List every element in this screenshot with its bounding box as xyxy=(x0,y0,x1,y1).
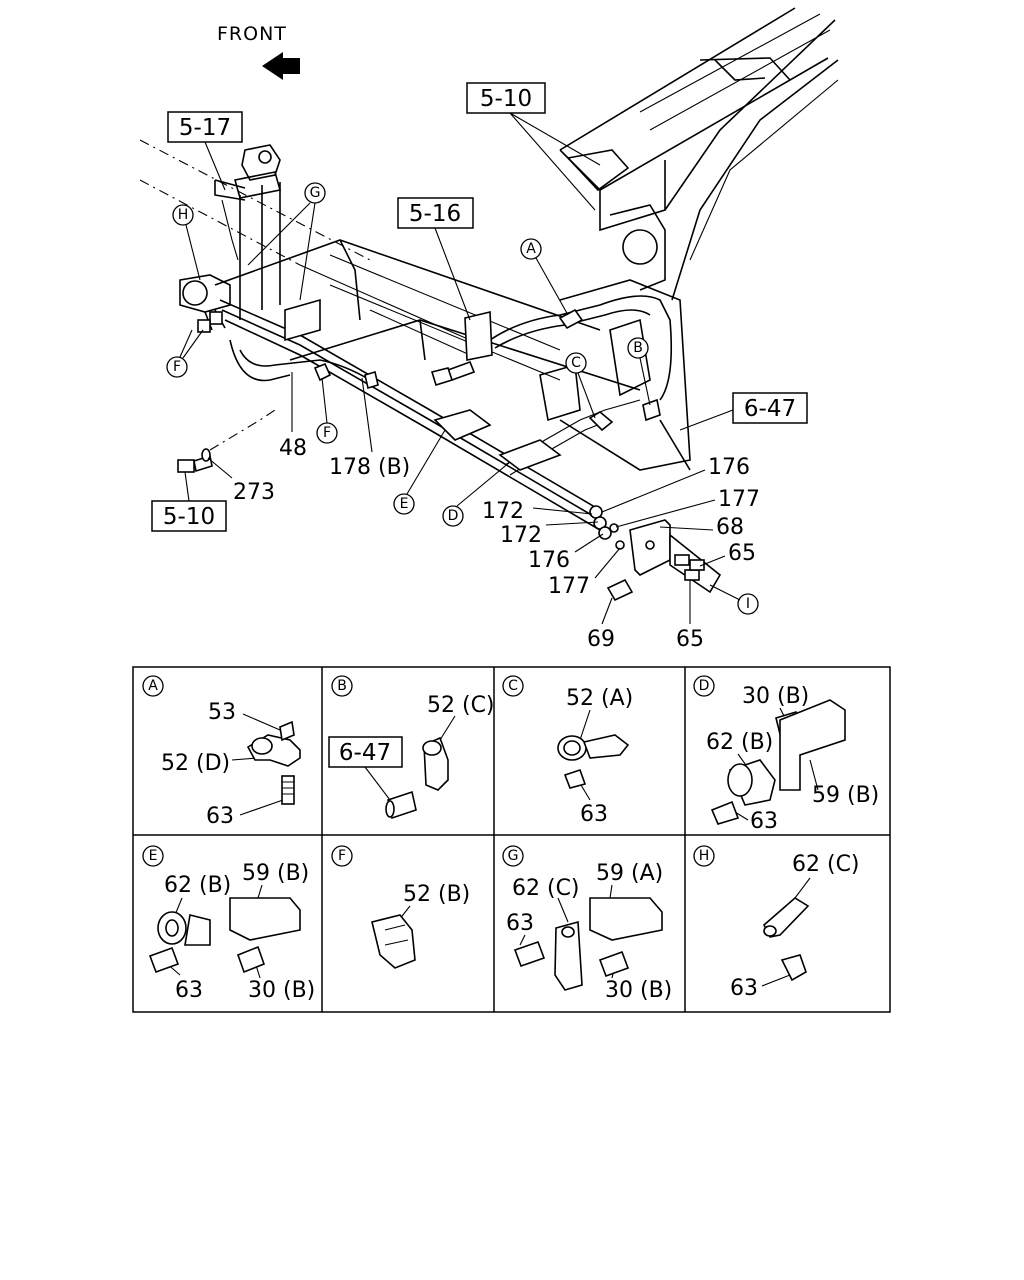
panel-G-label-2: 59 (A) xyxy=(596,861,663,886)
detail-panel-D[interactable]: D 30 (B) 62 (B) 59 (B) 63 xyxy=(693,675,879,834)
panel-F-label-1: 52 (B) xyxy=(403,882,470,907)
svg-text:B: B xyxy=(633,340,643,356)
panel-G-label-4: 30 (B) xyxy=(605,978,672,1003)
label-176-bottom: 176 xyxy=(528,548,570,573)
detail-panel-F[interactable]: F 52 (B) xyxy=(331,845,470,969)
panel-D-marker: D xyxy=(699,678,710,694)
detail-panel-C[interactable]: C 52 (A) 63 xyxy=(502,675,633,827)
panel-C-label-1: 52 (A) xyxy=(566,686,633,711)
callout-H[interactable]: H xyxy=(172,204,194,226)
frame-drawing xyxy=(139,7,839,602)
ref-label-6-47: 6-47 xyxy=(744,396,796,422)
detail-panel-H[interactable]: H 62 (C) 63 xyxy=(693,845,860,1001)
panel-G-label-3: 63 xyxy=(506,911,534,936)
panel-H-label-1: 62 (C) xyxy=(792,852,860,877)
panel-C-label-2: 63 xyxy=(580,802,608,827)
detail-panel-A[interactable]: A 53 52 (D) 63 xyxy=(142,675,301,829)
callout-E[interactable]: E xyxy=(393,493,415,515)
svg-text:C: C xyxy=(571,355,581,371)
label-273: 273 xyxy=(233,480,275,505)
front-label: FRONT xyxy=(217,23,287,45)
panel-E-label-4: 30 (B) xyxy=(248,978,315,1003)
label-172-lower: 172 xyxy=(500,523,542,548)
svg-text:G: G xyxy=(310,185,321,201)
panel-A-label-2: 52 (D) xyxy=(161,751,230,776)
panel-E-marker: E xyxy=(149,848,158,864)
panel-E-label-3: 63 xyxy=(175,978,203,1003)
ref-box-5-10-bottom[interactable]: 5-10 xyxy=(151,500,227,532)
callout-B[interactable]: B xyxy=(627,337,649,359)
svg-text:F: F xyxy=(173,359,181,375)
panel-H-label-2: 63 xyxy=(730,976,758,1001)
label-65-top: 65 xyxy=(728,541,756,566)
panel-F-marker: F xyxy=(338,848,346,864)
panel-B-label-1: 52 (C) xyxy=(427,693,495,718)
label-65-bottom: 65 xyxy=(676,627,704,652)
detail-panel-B[interactable]: B 52 (C) 6-47 xyxy=(328,675,495,820)
label-177-top: 177 xyxy=(718,487,760,512)
panel-B-marker: B xyxy=(337,678,347,694)
label-48: 48 xyxy=(279,436,307,461)
callout-A[interactable]: A xyxy=(520,238,542,260)
ref-label-5-10-bottom: 5-10 xyxy=(163,504,215,530)
ref-box-5-10-top[interactable]: 5-10 xyxy=(466,82,546,114)
detail-panel-G[interactable]: G 62 (C) 59 (A) 63 30 (B) xyxy=(502,845,672,1003)
svg-text:D: D xyxy=(448,508,459,524)
svg-text:I: I xyxy=(746,596,750,612)
label-172-upper: 172 xyxy=(482,499,524,524)
panel-A-label-3: 63 xyxy=(206,804,234,829)
detail-grid xyxy=(132,666,891,1013)
panel-E-label-2: 59 (B) xyxy=(242,861,309,886)
callout-F-left[interactable]: F xyxy=(166,356,188,378)
panel-D-label-4: 63 xyxy=(750,809,778,834)
panel-C-marker: C xyxy=(508,678,518,694)
svg-text:A: A xyxy=(526,241,536,257)
panel-D-label-2: 62 (B) xyxy=(706,730,773,755)
callout-D[interactable]: D xyxy=(442,505,464,527)
label-178b: 178 (B) xyxy=(329,455,410,480)
svg-text:E: E xyxy=(400,496,409,512)
svg-text:H: H xyxy=(178,207,189,223)
detail-panel-E[interactable]: E 62 (B) 59 (B) 63 30 (B) xyxy=(142,845,315,1003)
panel-G-marker: G xyxy=(508,848,519,864)
panel-A-marker: A xyxy=(148,678,158,694)
label-69: 69 xyxy=(587,627,615,652)
callout-F-middle[interactable]: F xyxy=(316,422,338,444)
panel-A-label-1: 53 xyxy=(208,700,236,725)
svg-text:F: F xyxy=(323,425,331,441)
callout-C[interactable]: C xyxy=(565,352,587,374)
label-176-top: 176 xyxy=(708,455,750,480)
ref-label-5-17: 5-17 xyxy=(179,115,231,141)
ref-box-5-16[interactable]: 5-16 xyxy=(397,197,474,229)
panel-G-label-1: 62 (C) xyxy=(512,876,580,901)
panel-D-label-1: 30 (B) xyxy=(742,684,809,709)
label-68: 68 xyxy=(716,515,744,540)
panel-D-label-3: 59 (B) xyxy=(812,783,879,808)
ref-label-5-10-top: 5-10 xyxy=(480,86,532,112)
callout-G[interactable]: G xyxy=(304,182,326,204)
front-arrow-icon xyxy=(262,52,300,80)
ref-box-5-17[interactable]: 5-17 xyxy=(167,111,243,143)
panel-E-label-1: 62 (B) xyxy=(164,873,231,898)
ref-label-5-16: 5-16 xyxy=(409,201,461,227)
label-177-bottom: 177 xyxy=(548,574,590,599)
panel-B-ref-box[interactable] xyxy=(328,736,403,768)
ref-box-6-47[interactable]: 6-47 xyxy=(732,392,808,424)
panel-H-marker: H xyxy=(699,848,710,864)
callout-I[interactable]: I xyxy=(737,593,759,615)
panel-B-ref-label: 6-47 xyxy=(339,740,391,766)
